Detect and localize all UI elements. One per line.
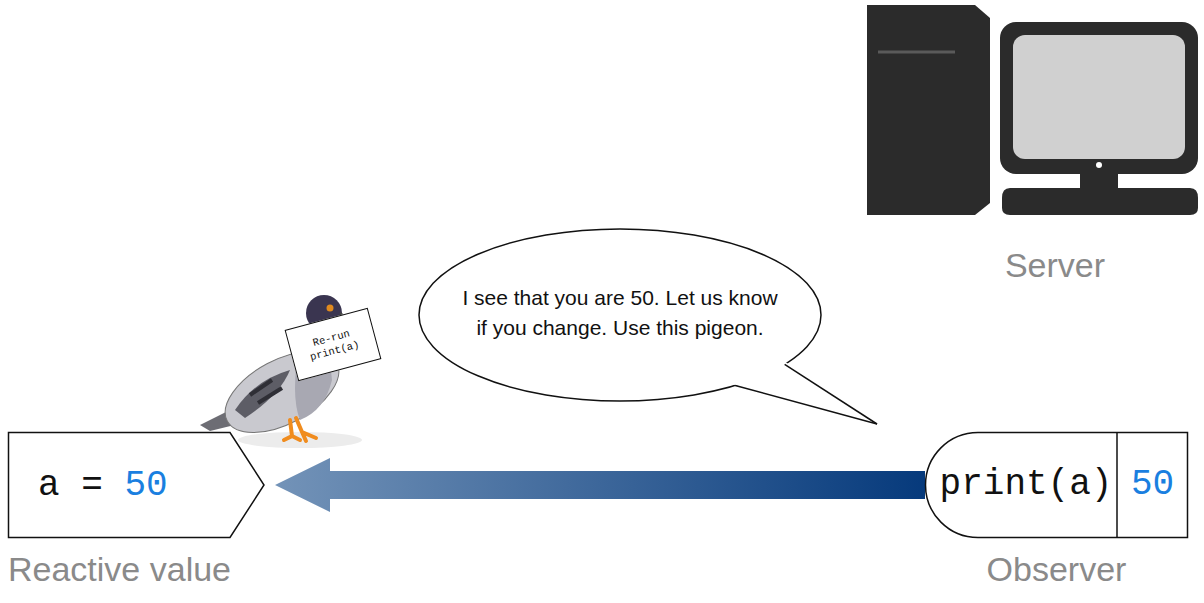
note-text: Re-run print(a): [293, 322, 373, 367]
bubble-tail-edge: [785, 364, 877, 424]
server-tower: [867, 5, 990, 215]
monitor-base: [1002, 188, 1198, 215]
value-row: a = 50: [38, 432, 168, 538]
role-caption: Reactive value: [8, 550, 231, 589]
rounded-outline: [926, 433, 1188, 538]
pigeon-wing: [235, 370, 290, 418]
monitor-screen: [1013, 35, 1185, 159]
node-outline: [286, 253, 615, 476]
speech-text: I see that you are 50. Let us know if yo…: [460, 283, 780, 344]
reactive-value-box: a =50Reactive value: [8, 432, 265, 538]
pentagon-outline: [9, 433, 265, 538]
pigeon-note: Re-run print(a): [285, 308, 382, 381]
divider-line: [1116, 433, 1118, 538]
drive-slot: [878, 51, 955, 54]
bubble-tail-fill: [732, 361, 877, 424]
power-dot: [1096, 162, 1102, 168]
node-outline: [418, 228, 822, 402]
speech-bubble: I see that you are 50. Let us know if yo…: [418, 228, 822, 402]
role-caption: Observer: [925, 550, 1188, 589]
bubble-tail-edge: [735, 385, 877, 424]
variable-name: a =: [38, 465, 103, 506]
observer-expression: print(a): [937, 432, 1115, 538]
monitor-stand: [1080, 172, 1118, 190]
monitor-frame: [1000, 22, 1198, 174]
pigeon-feet: [284, 418, 316, 441]
block-arrow: [275, 458, 925, 512]
observer-box: print(a)50Observer: [925, 432, 1188, 538]
wing-bars: [250, 380, 282, 403]
device-caption: Server: [955, 246, 1155, 285]
observer-value: 50: [1117, 432, 1188, 538]
pigeon-eye: [327, 305, 334, 312]
value-number: 50: [124, 465, 167, 506]
